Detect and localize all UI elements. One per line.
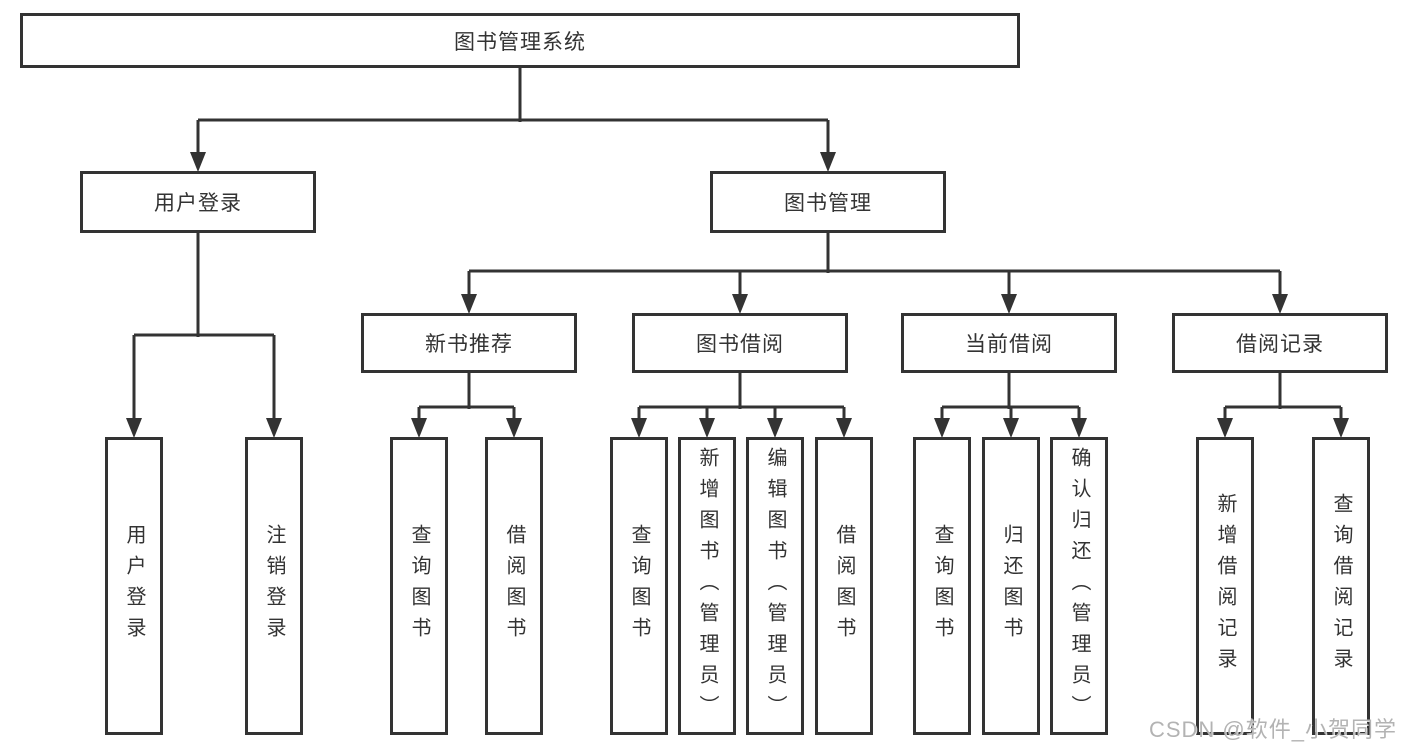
node-label: 借阅图书 [503, 524, 525, 648]
leaf-borrow-books-recommend: 借阅图书 [485, 437, 543, 735]
node-label: 图书管理系统 [454, 30, 586, 54]
node-user-login: 用户登录 [80, 171, 316, 233]
leaf-add-books-admin: 新增图书（管理员） [678, 437, 736, 735]
node-label: 新增借阅记录 [1214, 493, 1236, 679]
node-label: 新增图书（管理员） [696, 446, 718, 726]
node-label: 查询借阅记录 [1330, 493, 1352, 679]
node-new-book-recommendation: 新书推荐 [361, 313, 577, 373]
node-label: 查询图书 [931, 524, 953, 648]
leaf-edit-books-admin: 编辑图书（管理员） [746, 437, 804, 735]
node-label: 借阅图书 [833, 524, 855, 648]
leaf-query-books-borrow: 查询图书 [610, 437, 668, 735]
leaf-confirm-return-admin: 确认归还（管理员） [1050, 437, 1108, 735]
node-library-management-system: 图书管理系统 [20, 13, 1020, 68]
node-label: 注销登录 [263, 524, 285, 648]
node-label: 查询图书 [628, 524, 650, 648]
leaf-query-books-current: 查询图书 [913, 437, 971, 735]
node-label: 图书管理 [784, 192, 872, 215]
node-label: 编辑图书（管理员） [764, 446, 786, 726]
node-label: 借阅记录 [1236, 333, 1324, 356]
leaf-add-borrow-record: 新增借阅记录 [1196, 437, 1254, 735]
leaf-borrow-books: 借阅图书 [815, 437, 873, 735]
node-label: 新书推荐 [425, 333, 513, 356]
node-label: 图书借阅 [696, 333, 784, 356]
node-label: 用户登录 [154, 192, 242, 215]
leaf-query-books-recommend: 查询图书 [390, 437, 448, 735]
node-label: 确认归还（管理员） [1068, 446, 1090, 726]
node-borrowing-records: 借阅记录 [1172, 313, 1388, 373]
leaf-user-login: 用户登录 [105, 437, 163, 735]
node-current-borrowing: 当前借阅 [901, 313, 1117, 373]
node-book-borrowing: 图书借阅 [632, 313, 848, 373]
leaf-logout: 注销登录 [245, 437, 303, 735]
node-label: 查询图书 [408, 524, 430, 648]
leaf-return-books: 归还图书 [982, 437, 1040, 735]
leaf-query-borrow-record: 查询借阅记录 [1312, 437, 1370, 735]
node-label: 归还图书 [1000, 524, 1022, 648]
node-label: 用户登录 [123, 524, 145, 648]
node-label: 当前借阅 [965, 333, 1053, 356]
node-book-management: 图书管理 [710, 171, 946, 233]
csdn-watermark: CSDN @软件_小贺同学 [1148, 717, 1397, 742]
